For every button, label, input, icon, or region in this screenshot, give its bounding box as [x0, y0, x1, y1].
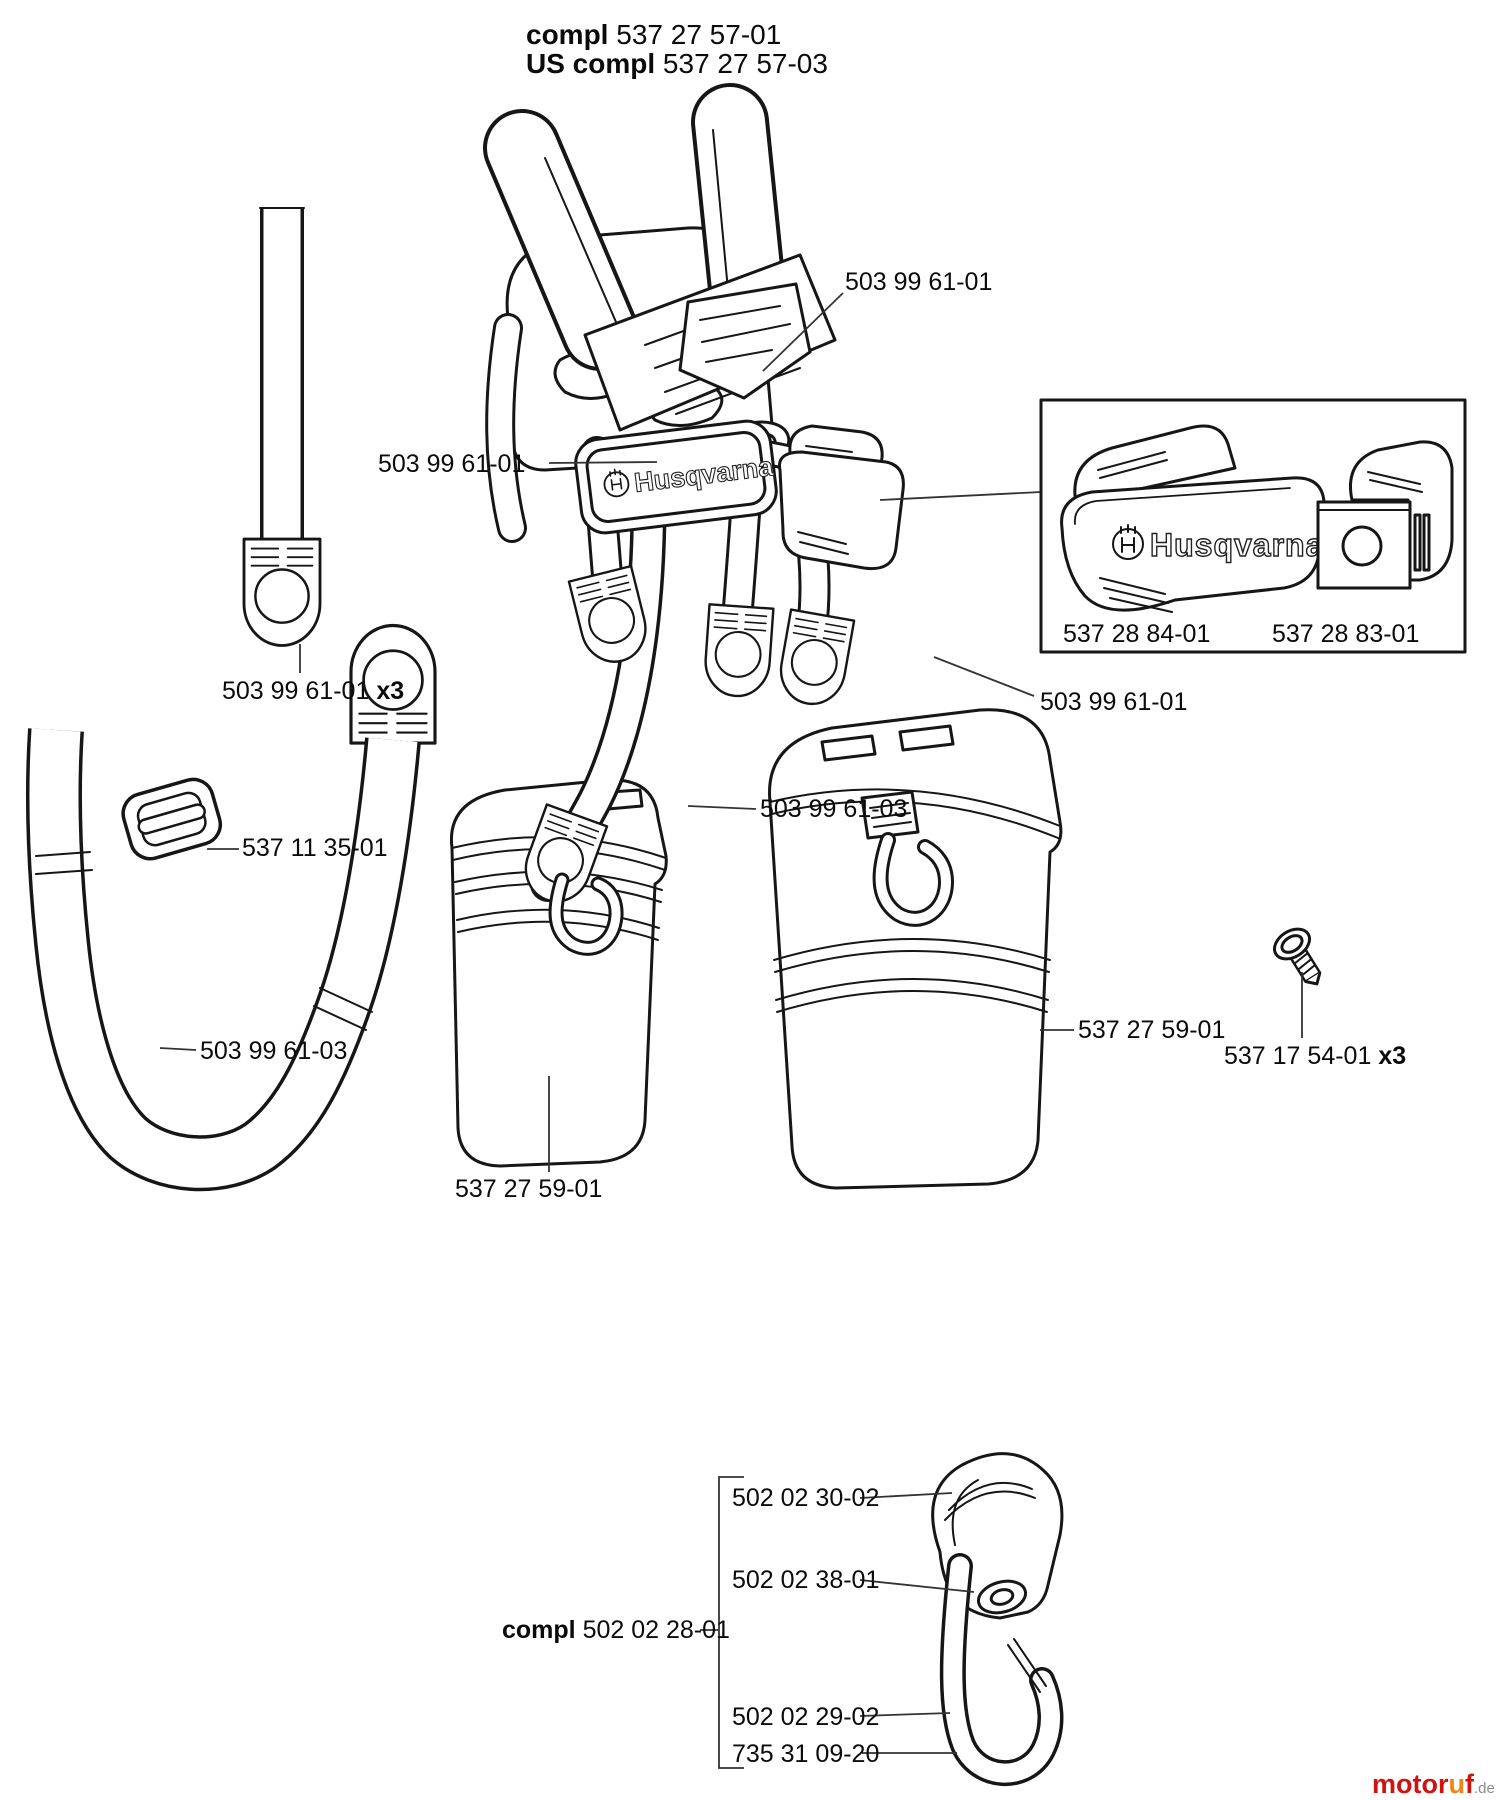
part-qty: x3	[1378, 1042, 1407, 1070]
watermark-letter: u	[1448, 1769, 1466, 1799]
motoruf-watermark: motoruf.de	[1372, 1769, 1495, 1800]
watermark-tld: .de	[1474, 1780, 1495, 1797]
part-number: 503 99 61-01	[845, 268, 993, 296]
strap-piece-drawing	[242, 207, 322, 647]
part-number: 537 28 83-01	[1272, 620, 1420, 648]
title-number: 537 27 57-01	[616, 19, 782, 50]
callout-hook: 502 02 29-02	[732, 1703, 879, 1731]
part-number: 537 11 35-01	[242, 834, 388, 862]
part-number: 502 02 30-02	[732, 1484, 880, 1512]
callout-screw: 537 17 54-01 x3	[1224, 1042, 1406, 1070]
callout-spring: 735 31 09-20	[732, 1740, 879, 1768]
group-bracket	[718, 1476, 744, 1769]
callout-strap-piece: 503 99 61-01 x3	[222, 677, 404, 705]
part-number: 503 99 61-01	[1040, 688, 1188, 716]
part-number: 537 27 59-01	[455, 1175, 603, 1203]
callout-long-strap: 503 99 61-03	[200, 1037, 347, 1065]
watermark-word: motor	[1372, 1769, 1449, 1799]
buckle-drawing	[121, 777, 223, 861]
part-number: 735 31 09-20	[732, 1740, 880, 1768]
part-number: 537 27 59-01	[1078, 1016, 1226, 1044]
leader-lines	[159, 292, 1303, 1769]
callout-hip-pad: 537 28 84-01	[1063, 620, 1210, 648]
callout-shoulder-strap-left: 503 99 61-01	[378, 450, 525, 478]
title-line-1: compl 537 27 57-01	[526, 20, 781, 50]
callout-handle-cover: 502 02 30-02	[732, 1484, 879, 1512]
callout-back-strap: 503 99 61-03	[760, 795, 907, 823]
title-prefix: compl	[526, 19, 609, 50]
callout-shoulder-strap-right: 503 99 61-01	[845, 268, 992, 296]
part-number: 503 99 61-01	[222, 677, 370, 705]
title-line-2: US compl 537 27 57-03	[526, 49, 828, 79]
part-qty: x3	[376, 677, 405, 705]
watermark-word-2: f	[1465, 1769, 1474, 1799]
hip-pad-drawing: Husqvarna	[1060, 424, 1326, 613]
part-number: 502 02 29-02	[732, 1703, 880, 1731]
brand-text-inset: Husqvarna	[1150, 527, 1324, 563]
bag-right-drawing	[768, 708, 1063, 1190]
long-strap-drawing	[26, 623, 437, 1192]
harness-drawing: Husqvarna	[483, 83, 1042, 956]
callout-buckle: 537 11 35-01	[242, 834, 388, 862]
part-prefix: compl	[502, 1616, 576, 1644]
callout-hip-strap: 503 99 61-01	[1040, 688, 1187, 716]
inset-box: Husqvarna	[1039, 398, 1467, 654]
callout-bag-left: 537 27 59-01	[455, 1175, 602, 1203]
part-number: 537 17 54-01	[1224, 1042, 1372, 1070]
part-number: 503 99 61-01	[378, 450, 526, 478]
hook-assembly-drawing	[931, 1452, 1064, 1786]
callout-bag-right: 537 27 59-01	[1078, 1016, 1225, 1044]
callout-handle-bolt: 502 02 38-01	[732, 1566, 879, 1594]
hip-clip-drawing	[1316, 440, 1454, 590]
title-prefix-us: US compl	[526, 48, 656, 79]
title-number-us: 537 27 57-03	[662, 48, 828, 79]
callout-hook-assembly: compl 502 02 28-01	[502, 1616, 730, 1644]
callout-hip-clip: 537 28 83-01	[1272, 620, 1419, 648]
part-number: 537 28 84-01	[1063, 620, 1211, 648]
part-number: 502 02 28-01	[582, 1616, 730, 1644]
part-number: 503 99 61-03	[200, 1037, 348, 1065]
screw-drawing	[1272, 927, 1322, 986]
part-number: 502 02 38-01	[732, 1566, 880, 1594]
part-number: 503 99 61-03	[760, 795, 908, 823]
